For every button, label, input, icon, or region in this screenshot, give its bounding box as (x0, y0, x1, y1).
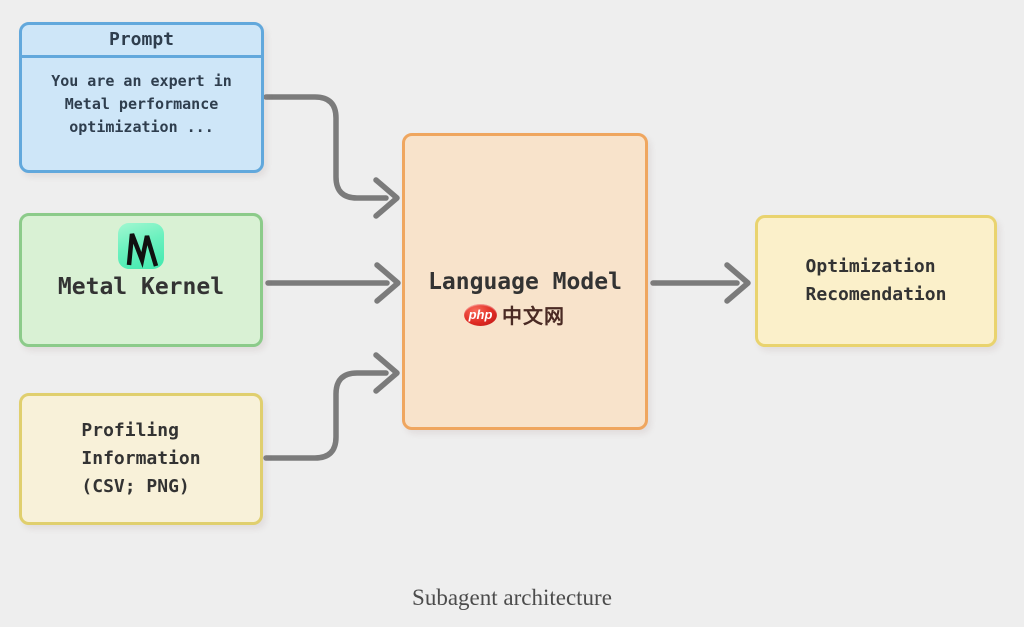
watermark: php 中文网 (464, 300, 565, 329)
prompt-node-title: Prompt (22, 25, 261, 58)
profiling-node: Profiling Information (CSV; PNG) (19, 393, 263, 525)
prompt-node: Prompt You are an expert in Metal perfor… (19, 22, 264, 173)
metal-kernel-node: Metal Kernel (19, 213, 263, 347)
diagram-caption: Subagent architecture (412, 585, 612, 610)
arrowhead-lm-to-optimization (724, 262, 751, 304)
arrowhead-metal-to-lm (374, 262, 401, 304)
metal-kernel-label: Metal Kernel (57, 274, 225, 300)
arrowhead-prompt-to-lm (373, 177, 400, 219)
watermark-site-text: 中文网 (502, 306, 565, 328)
profiling-node-label: Profiling Information (CSV; PNG) (81, 420, 201, 497)
language-model-node: Language Model (402, 133, 648, 430)
php-logo-icon: php (464, 303, 497, 326)
arrow-prompt-to-lm (263, 94, 389, 201)
metal-logo-icon (118, 223, 164, 269)
optimization-node: Optimization Recomendation (755, 215, 997, 347)
optimization-node-label: Optimization Recomendation (805, 256, 947, 305)
arrowhead-profiling-to-lm (373, 352, 400, 394)
language-model-label: Language Model (428, 268, 622, 295)
arrow-profiling-to-lm (263, 370, 389, 461)
prompt-node-body: You are an expert in Metal performance o… (51, 72, 232, 136)
